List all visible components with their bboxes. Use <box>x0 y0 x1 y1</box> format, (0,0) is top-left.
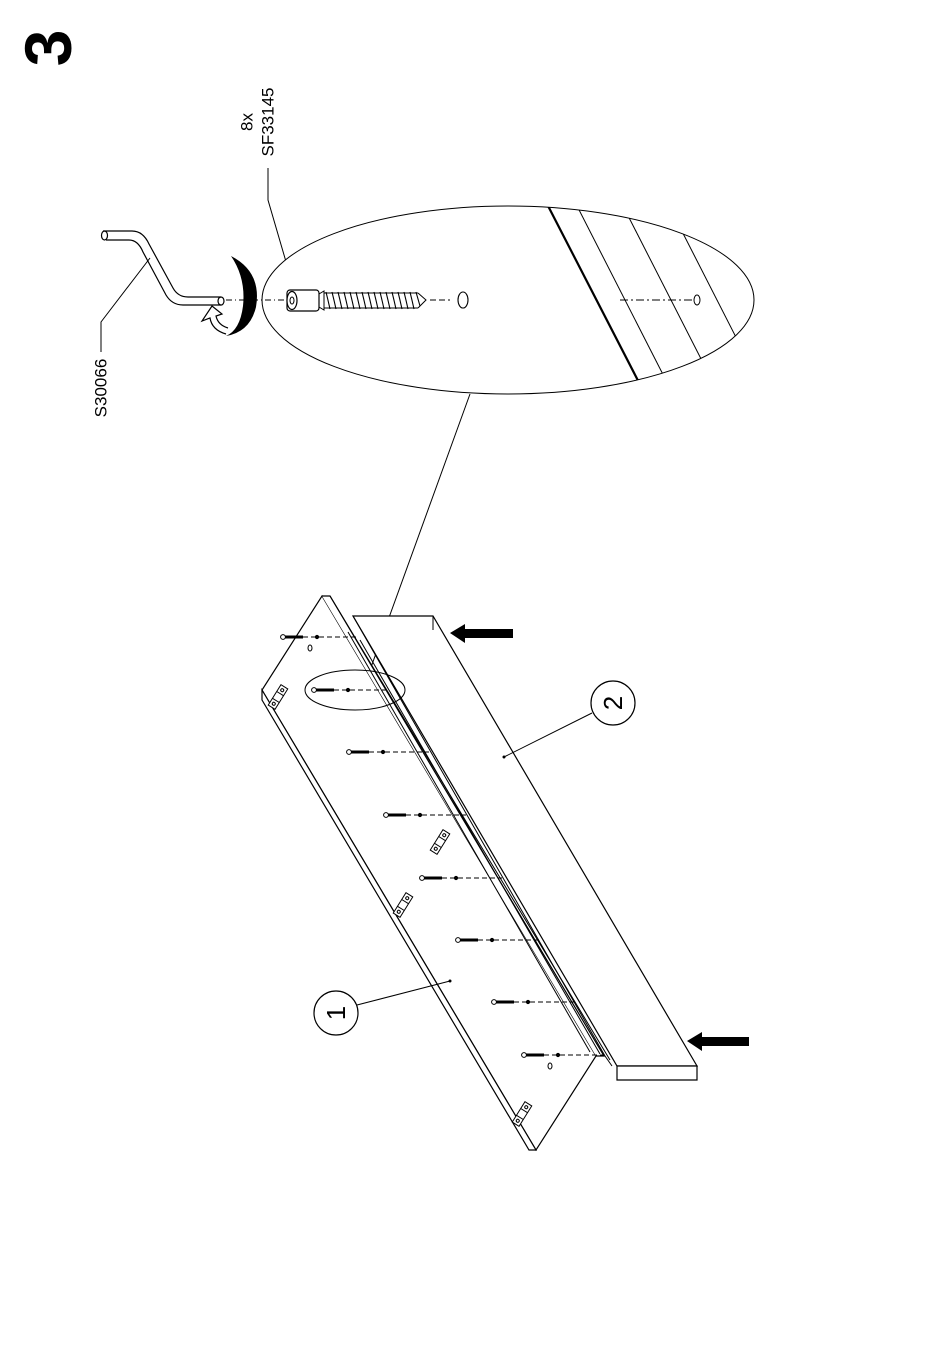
screw-part-code-label: SF33145 <box>259 88 278 157</box>
allen-key-icon <box>102 231 225 305</box>
svg-text:SF33145: SF33145 <box>259 88 278 157</box>
panel-1-label: 1 <box>321 1006 351 1020</box>
push-arrow-icon <box>450 624 513 643</box>
screw-quantity-label: 8x <box>238 113 257 131</box>
detail-magnifier <box>262 200 768 400</box>
panel-2-callout: 2 <box>503 681 636 759</box>
tool-leader-line <box>101 258 150 352</box>
svg-text:8x: 8x <box>238 113 257 131</box>
svg-text:3: 3 <box>11 30 85 67</box>
panel-2-label: 2 <box>598 696 628 710</box>
tool-part-code-label: S30066 <box>92 359 111 418</box>
svg-text:S30066: S30066 <box>92 359 111 418</box>
rotation-arrow-icon <box>202 256 257 336</box>
panel-1-callout: 1 <box>314 980 452 1036</box>
step-number: 3 <box>11 30 85 67</box>
push-arrow-icon <box>687 1032 749 1051</box>
